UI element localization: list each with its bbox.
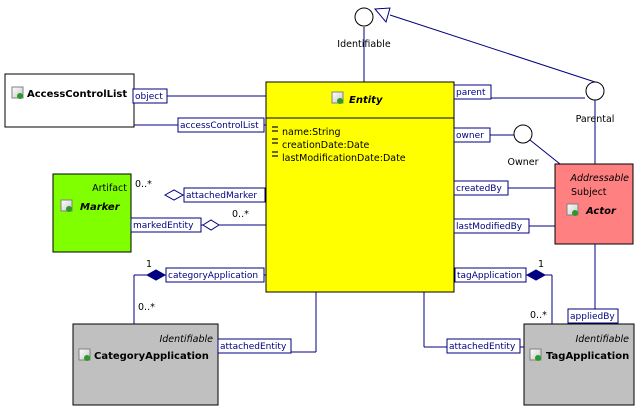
class-icon — [78, 348, 91, 361]
attribute-icon — [272, 151, 278, 153]
role-owner[interactable]: owner — [456, 131, 484, 141]
class-icon — [529, 348, 542, 361]
attribute-icon — [272, 126, 278, 128]
role-label-box — [453, 84, 492, 100]
stereotype: Identifiable — [159, 334, 213, 345]
attribute-icon — [272, 155, 278, 157]
multiplicity-category-many: 0..* — [138, 302, 155, 313]
owner-label: Owner — [507, 157, 538, 168]
class-icon-badge — [535, 355, 541, 361]
role-tagapplication[interactable]: tagApplication — [457, 271, 522, 281]
class-tagapplication[interactable]: Identifiable TagApplication — [523, 323, 635, 406]
attribute-icon — [272, 142, 278, 144]
role-attachedentity-tag[interactable]: attachedEntity — [449, 342, 516, 352]
class-icon — [11, 86, 24, 99]
tag-composition-diamond — [525, 269, 547, 281]
role-object[interactable]: object — [135, 92, 163, 102]
attribute-icons — [272, 126, 278, 157]
class-icon-badge — [17, 93, 23, 99]
parental-label: Parental — [576, 114, 615, 125]
role-parent[interactable]: parent — [456, 88, 486, 98]
class-categoryapplication[interactable]: Identifiable CategoryApplication — [72, 323, 219, 406]
role-label-box — [177, 117, 265, 133]
role-markedentity[interactable]: markedEntity — [133, 221, 194, 231]
role-categoryapplication[interactable]: categoryApplication — [168, 271, 258, 281]
stereotype: Identifiable — [575, 334, 629, 345]
role-label-box — [132, 88, 168, 104]
multiplicity-marker-upper: 0..* — [135, 179, 152, 190]
role-createdby[interactable]: createdBy — [456, 184, 502, 194]
role-label-box — [130, 217, 202, 233]
attachedmarker-diamond — [163, 189, 185, 201]
class-name: TagApplication — [546, 351, 629, 362]
multiplicity-tag-many: 0..* — [530, 310, 547, 321]
class-icon — [331, 91, 344, 104]
class-icon-badge — [337, 98, 343, 104]
class-name: Entity — [349, 95, 383, 106]
class-icon — [60, 199, 73, 212]
class-entity[interactable]: Entity name:String creationDate:Date las… — [265, 81, 455, 293]
role-attachedentity-category[interactable]: attachedEntity — [220, 342, 287, 352]
role-attachedmarker[interactable]: attachedMarker — [186, 191, 257, 201]
multiplicities: 0..* 0..* 1 0..* 1 0..* — [135, 179, 547, 321]
attribute-creationdate: creationDate:Date — [282, 140, 370, 151]
class-icon-badge — [84, 355, 90, 361]
class-icon-badge — [66, 206, 72, 212]
class-name: Actor — [585, 206, 617, 217]
role-lastmodifiedby[interactable]: lastModifiedBy — [456, 222, 523, 232]
parental-interface-icon[interactable] — [585, 81, 605, 101]
attribute-name: name:String — [282, 127, 341, 138]
role-label-box — [217, 338, 292, 354]
role-label-box — [453, 180, 509, 196]
owner-actor-link — [529, 139, 561, 165]
attribute-icon — [272, 130, 278, 132]
role-label-box — [567, 308, 619, 324]
role-appliedby[interactable]: appliedBy — [570, 312, 615, 322]
multiplicity-marker-lower: 0..* — [232, 209, 249, 220]
multiplicity-tag-one: 1 — [538, 259, 544, 270]
multiplicity-category-one: 1 — [146, 259, 152, 270]
role-labels: object accessControlList parent owner cr… — [130, 84, 619, 354]
generalization-arrowhead — [373, 7, 391, 24]
role-label-box — [453, 127, 491, 143]
class-name: Marker — [80, 202, 121, 213]
stereotype: Artifact — [92, 183, 127, 194]
attribute-icon — [272, 138, 278, 140]
class-icon — [566, 203, 579, 216]
identifiable-label: Identifiable — [337, 39, 391, 50]
class-actor[interactable]: Addressable Subject Actor — [554, 163, 634, 245]
role-label-box — [453, 218, 530, 234]
class-name: AccessControlList — [27, 89, 127, 100]
generalization-line — [389, 14, 596, 83]
class-name: CategoryApplication — [94, 351, 209, 362]
category-composition-diamond — [145, 269, 167, 281]
markedentity-diamond — [202, 219, 220, 231]
attribute-lastmodificationdate: lastModificationDate:Date — [282, 153, 406, 164]
role-label-box — [446, 338, 521, 354]
owner-interface-icon[interactable] — [513, 124, 533, 144]
role-label-box — [183, 187, 266, 203]
class-icon-badge — [572, 210, 578, 216]
stereotype-addressable: Addressable — [569, 173, 629, 184]
class-accesscontrollist[interactable]: AccessControlList — [4, 73, 135, 128]
identifiable-interface-icon[interactable] — [354, 7, 374, 27]
role-label-box — [454, 267, 527, 283]
class-marker[interactable]: Artifact Marker — [52, 173, 132, 253]
stereotype-subject: Subject — [571, 187, 607, 198]
role-label-box — [165, 267, 265, 283]
role-accesscontrollist[interactable]: accessControlList — [180, 121, 259, 131]
